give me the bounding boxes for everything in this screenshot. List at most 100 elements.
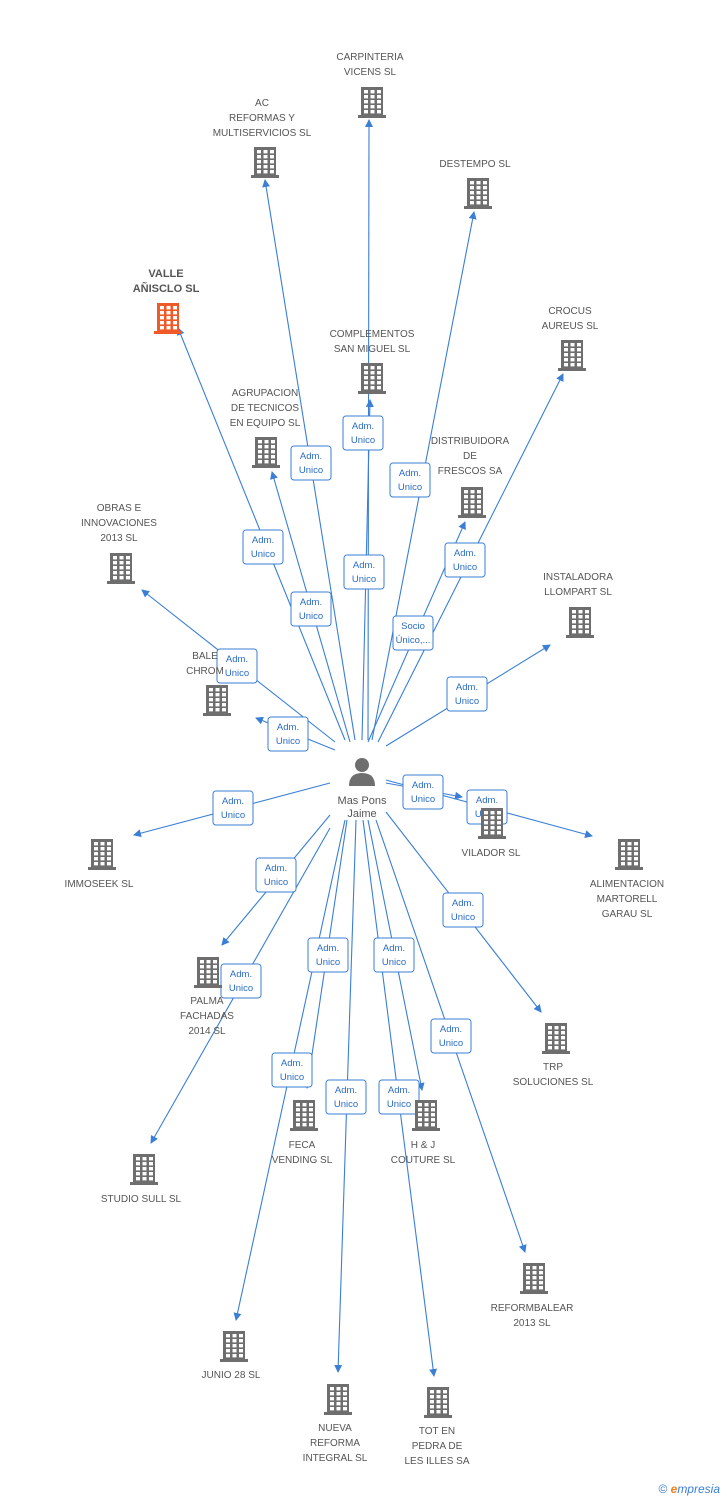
edge-label-ac-reformas[interactable]: Adm.Unico: [290, 445, 332, 481]
building-icon: [290, 1100, 318, 1131]
edge-label-text: Adm.: [383, 943, 405, 954]
company-node-junio[interactable]: JUNIO 28 SL: [202, 1331, 261, 1381]
company-node-immoseek[interactable]: IMMOSEEK SL: [65, 839, 134, 890]
company-node-reformbalear[interactable]: REFORMBALEAR 2013 SL: [491, 1263, 574, 1329]
edge-label-studio[interactable]: Adm.Unico: [220, 963, 262, 999]
building-icon: [220, 1331, 248, 1362]
edge-label-immoseek[interactable]: Adm.Unico: [212, 790, 254, 826]
company-name: 2013 SL: [513, 1318, 551, 1329]
company-node-studio[interactable]: STUDIO SULL SL: [101, 1154, 182, 1205]
edge-label-reformbalear[interactable]: Adm.Unico: [430, 1018, 472, 1054]
edge-label-vilador[interactable]: Adm.Unico: [402, 774, 444, 810]
edge-label-feca[interactable]: Adm.Unico: [307, 937, 349, 973]
building-icon: [458, 487, 486, 518]
company-name: COUTURE SL: [391, 1155, 456, 1166]
company-name: FRESCOS SA: [438, 466, 503, 477]
edge-label-crocus[interactable]: Adm.Unico: [444, 542, 486, 578]
company-node-complementos[interactable]: COMPLEMENTOS SAN MIGUEL SL: [330, 329, 415, 394]
edge-label-text: Socio: [401, 621, 425, 632]
edge-label-trp[interactable]: Adm.Unico: [442, 892, 484, 928]
edge-label-text: Adm.: [252, 535, 274, 546]
edge-label-complementos[interactable]: Adm.Unico: [343, 554, 385, 590]
company-name: CROCUS: [548, 306, 592, 317]
empresia-footer[interactable]: © empresia: [658, 1482, 720, 1496]
company-name: COMPLEMENTOS: [330, 329, 415, 340]
building-icon: [520, 1263, 548, 1294]
edge-label-junio[interactable]: Adm.Unico: [271, 1052, 313, 1088]
edge-label-text: Adm.: [440, 1024, 462, 1035]
building-icon: [566, 607, 594, 638]
company-name: FACHADAS: [180, 1011, 234, 1022]
person-name: Mas Pons: [338, 795, 387, 807]
building-icon: [252, 437, 280, 468]
edge-label-nueva[interactable]: Adm.Unico: [325, 1079, 367, 1115]
company-name: TRP: [543, 1062, 563, 1073]
company-name: VILADOR SL: [462, 848, 521, 859]
company-node-destempo[interactable]: DESTEMPO SL: [439, 159, 511, 209]
edge-label-text: Unico: [334, 1099, 358, 1110]
edge-label-text: Adm.: [353, 560, 375, 571]
edge-label-palma[interactable]: Adm.Unico: [255, 857, 297, 893]
company-name: 2014 SL: [188, 1026, 226, 1037]
company-name: LES ILLES SA: [404, 1456, 469, 1467]
company-name: REFORMBALEAR: [491, 1303, 574, 1314]
edge-label-instaladora[interactable]: Adm.Unico: [446, 676, 488, 712]
edge-label-text: Adm.: [317, 943, 339, 954]
edge-label-text: Adm.: [456, 682, 478, 693]
copyright-icon: ©: [658, 1482, 668, 1496]
building-icon: [558, 340, 586, 371]
building-icon: [251, 147, 279, 178]
edge-label-valle[interactable]: Adm.Unico: [242, 529, 284, 565]
company-name: DESTEMPO SL: [439, 159, 511, 170]
person-icon: [349, 758, 375, 786]
edge-label-hj[interactable]: Adm.Unico: [373, 937, 415, 973]
company-name: EN EQUIPO SL: [230, 418, 301, 429]
building-icon: [154, 303, 182, 334]
edge-label-text: Adm.: [281, 1058, 303, 1069]
edge-label-agrupacion[interactable]: Adm.Unico: [290, 591, 332, 627]
company-name: DE TECNICOS: [231, 403, 299, 414]
company-name: SAN MIGUEL SL: [334, 344, 411, 355]
company-name: LLOMPART SL: [544, 587, 612, 598]
edge-label-obras[interactable]: Adm.Unico: [216, 648, 258, 684]
building-icon: [107, 553, 135, 584]
company-node-agrupacion[interactable]: AGRUPACION DE TECNICOS EN EQUIPO SL: [230, 388, 301, 468]
company-name: REFORMAS Y: [229, 113, 295, 124]
building-icon: [324, 1384, 352, 1415]
company-node-vilador[interactable]: VILADOR SL: [462, 808, 521, 859]
company-name: MULTISERVICIOS SL: [213, 128, 312, 139]
edge-label-text: Unico: [225, 668, 249, 679]
building-icon: [615, 839, 643, 870]
company-name: AUREUS SL: [542, 321, 599, 332]
edge-label-tot[interactable]: Adm.Unico: [378, 1079, 420, 1115]
company-name: OBRAS E: [97, 503, 142, 514]
company-name: AGRUPACION: [232, 388, 299, 399]
edge-label-balear[interactable]: Adm.Unico: [267, 716, 309, 752]
edge-label-text: Adm.: [454, 548, 476, 559]
company-name: REFORMA: [310, 1438, 360, 1449]
edge-label-destempo[interactable]: Adm.Unico: [389, 462, 431, 498]
edge-label-distribuidora[interactable]: SocioÚnico,...: [392, 615, 434, 651]
edge-label-text: Unico: [221, 810, 245, 821]
edge-label-carpinteria[interactable]: Adm.Unico: [342, 415, 384, 451]
building-icon: [424, 1387, 452, 1418]
company-node-crocus[interactable]: CROCUS AUREUS SL: [542, 306, 599, 371]
